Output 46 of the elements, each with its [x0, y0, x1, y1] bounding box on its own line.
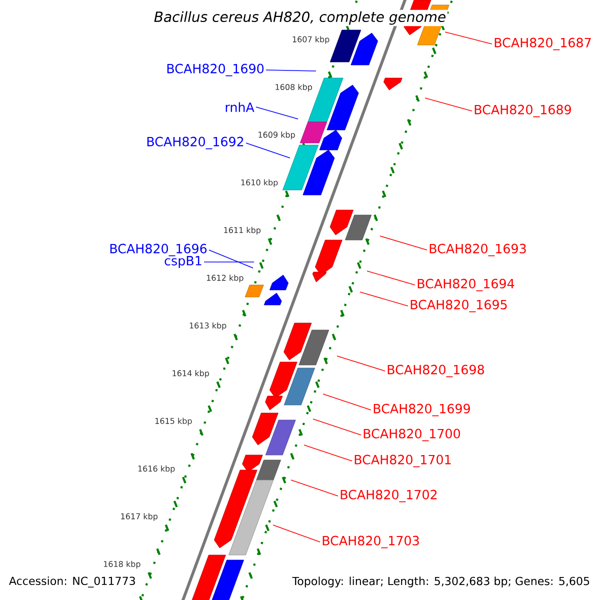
leader-line: [312, 418, 362, 436]
leader-line: [246, 142, 290, 158]
gene-label: BCAH820_1687: [494, 38, 591, 50]
gene-label: BCAH820_1702: [340, 490, 437, 502]
genome-stats-text: Topology: linear; Length: 5,302,683 bp; Genes: 5,605: [292, 576, 590, 588]
position-label: 1614 kbp: [172, 370, 210, 378]
gene-label: BCAH820_1695: [410, 300, 507, 312]
gene-label: BCAH820_1690: [167, 64, 264, 76]
leader-line: [444, 32, 492, 44]
gene-label: BCAH820_1698: [388, 364, 484, 378]
position-label: 1612 kbp: [206, 274, 244, 282]
leader-line: [290, 480, 338, 496]
title: Bacillus cereus AH820, complete genome: [152, 10, 448, 26]
gene-label: BCAH820_1689: [474, 104, 571, 118]
leader-line: [336, 356, 386, 372]
position-label: 1613 kbp: [190, 322, 226, 330]
position-label: 1617 kbp: [121, 513, 158, 521]
gene-label: BCAH820_1701: [354, 454, 451, 468]
leader-line: [360, 292, 408, 306]
position-label: 1608 kbp: [276, 84, 312, 92]
gene-label: BCAH820_1692: [147, 136, 244, 150]
position-label: 1611 kbp: [224, 226, 261, 235]
gene-label: BCAH820_1696: [110, 244, 207, 256]
gene-label: rnhA: [226, 102, 254, 112]
leader-line: [266, 70, 316, 72]
leader-line: [272, 524, 320, 542]
gene-label: BCAH820_1703: [322, 536, 419, 548]
position-label: 1607 kbp: [292, 36, 330, 44]
gene-label: cspB1: [164, 256, 202, 268]
leader-line: [208, 250, 254, 268]
gene-label: BCAH820_1700: [364, 428, 460, 442]
gene-label: BCAH820_1694: [418, 278, 514, 292]
leader-line: [424, 98, 472, 112]
leader-line: [366, 270, 416, 286]
accession-text: Accession: NC_011773: [9, 576, 135, 588]
position-label: 1616 kbp: [138, 465, 175, 474]
position-label: 1609 kbp: [258, 132, 295, 140]
position-label: 1610 kbp: [241, 179, 278, 187]
leader-line: [380, 236, 428, 250]
position-label: 1618 kbp: [104, 560, 140, 569]
position-label: 1615 kbp: [155, 418, 192, 426]
leader-line: [322, 394, 372, 410]
gene-label: BCAH820_1699: [374, 404, 470, 416]
gene-label: BCAH820_1693: [430, 244, 526, 256]
leader-line: [304, 444, 352, 462]
leader-line: [256, 106, 298, 120]
